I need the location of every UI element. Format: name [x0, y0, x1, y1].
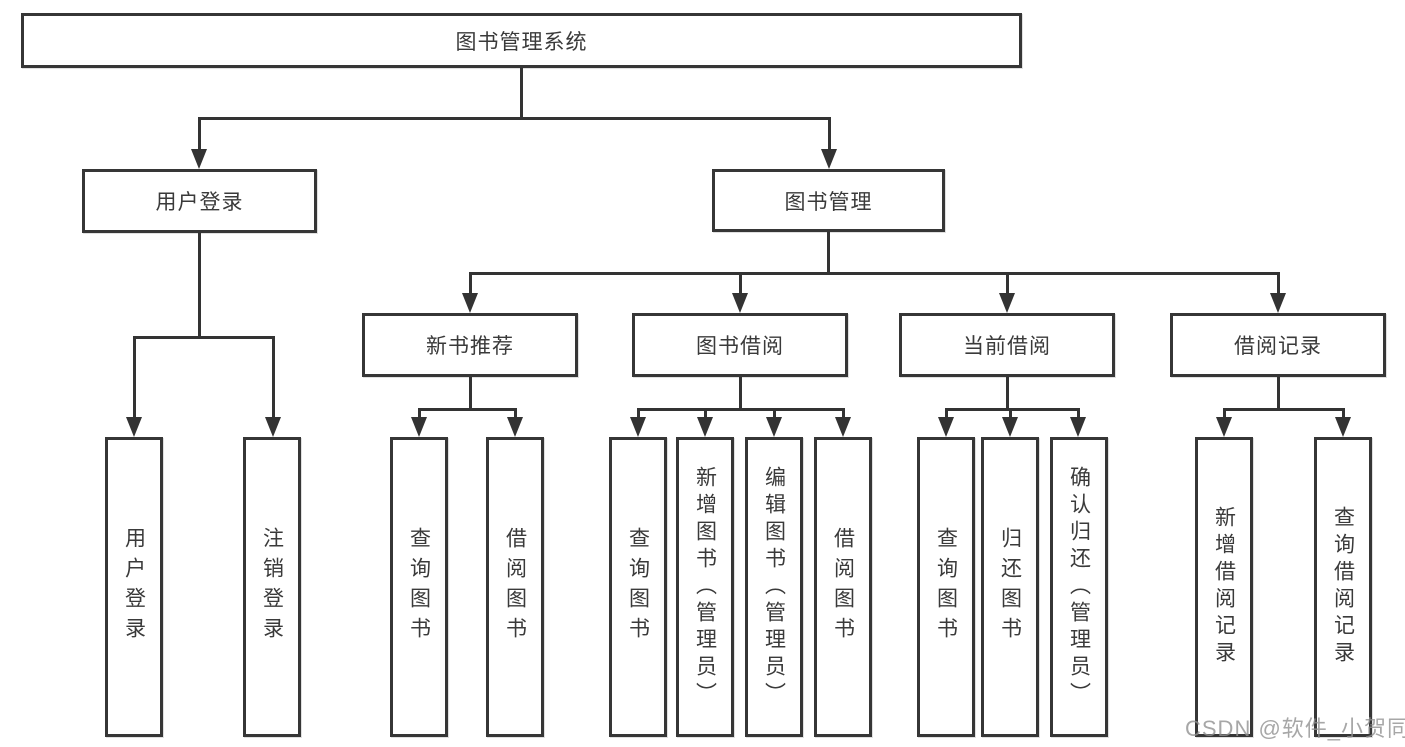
node-book-borrow-label: 图书借阅: [696, 335, 784, 358]
node-book-borrow: 图书借阅: [632, 313, 848, 377]
arrowhead-bb-edit: [766, 417, 782, 437]
node-leaf-br-add-record: 新增借阅记录: [1195, 437, 1253, 737]
arrowhead-cb-confirm: [1070, 417, 1086, 437]
connector-borrow-records-rail: [1223, 408, 1344, 411]
node-leaf-bb-edit-books: 编辑图书（管理员）: [745, 437, 803, 737]
connector-arrow-cb-return-stem: [1009, 408, 1012, 417]
connector-arrow-cb-confirm-stem: [1077, 408, 1080, 417]
node-leaf-br-query-record-label: 查询借阅记录: [1331, 506, 1355, 668]
node-leaf-logout-label: 注销登录: [260, 527, 284, 647]
connector-arrow-bb-query-stem: [637, 408, 640, 417]
node-borrow-records: 借阅记录: [1170, 313, 1386, 377]
connector-arrow-borrow-records-stem: [1277, 272, 1280, 293]
arrowhead-new-books: [462, 293, 478, 313]
node-leaf-logout: 注销登录: [243, 437, 301, 737]
node-leaf-nb-borrow-books-label: 借阅图书: [503, 527, 527, 647]
arrowhead-leaf-login: [126, 417, 142, 437]
node-leaf-br-add-record-label: 新增借阅记录: [1212, 506, 1236, 668]
connector-level3-rail: [469, 272, 1280, 275]
connector-arrow-br-query-stem: [1342, 408, 1345, 417]
connector-current-borrow-rail: [945, 408, 1079, 411]
node-leaf-cb-confirm-return-label: 确认归还（管理员）: [1067, 465, 1091, 709]
node-leaf-bb-add-books-label: 新增图书（管理员）: [693, 465, 717, 709]
node-new-books: 新书推荐: [362, 313, 578, 377]
connector-arrow-bb-borrow-stem: [842, 408, 845, 417]
node-leaf-bb-borrow-books: 借阅图书: [814, 437, 872, 737]
node-root: 图书管理系统: [21, 13, 1022, 68]
node-leaf-cb-query-books: 查询图书: [917, 437, 975, 737]
connector-new-books-stem: [469, 377, 472, 409]
connector-borrow-records-stem: [1277, 377, 1280, 409]
connector-arrow-new-books-stem: [469, 272, 472, 293]
arrowhead-nb-query: [411, 417, 427, 437]
node-leaf-bb-query-books-label: 查询图书: [626, 527, 650, 647]
arrowhead-leaf-logout: [265, 417, 281, 437]
connector-book-borrow-rail: [637, 408, 844, 411]
node-user-login: 用户登录: [82, 169, 317, 233]
node-new-books-label: 新书推荐: [426, 335, 514, 358]
arrowhead-bb-borrow: [835, 417, 851, 437]
connector-arrow-book-mgmt-stem: [828, 117, 831, 149]
connector-arrow-leaf-login-stem: [133, 336, 136, 417]
connector-new-books-rail: [418, 408, 516, 411]
node-leaf-bb-borrow-books-label: 借阅图书: [831, 527, 855, 647]
node-user-login-label: 用户登录: [155, 191, 244, 214]
connector-user-login-stem: [198, 233, 201, 337]
node-borrow-records-label: 借阅记录: [1234, 335, 1322, 358]
arrowhead-bb-query: [630, 417, 646, 437]
node-leaf-nb-borrow-books: 借阅图书: [486, 437, 544, 737]
arrowhead-user-login: [191, 149, 207, 169]
connector-arrow-leaf-logout-stem: [272, 336, 275, 417]
node-book-mgmt-label: 图书管理: [784, 190, 873, 214]
arrowhead-cb-query: [938, 417, 954, 437]
node-root-label: 图书管理系统: [455, 30, 588, 54]
connector-book-borrow-stem: [739, 377, 742, 409]
node-leaf-bb-add-books: 新增图书（管理员）: [676, 437, 734, 737]
csdn-watermark: CSDN @软件_小贺同学: [1185, 716, 1405, 741]
node-leaf-cb-return-books-label: 归还图书: [998, 527, 1022, 647]
arrowhead-book-borrow: [732, 293, 748, 313]
connector-current-borrow-stem: [1006, 377, 1009, 409]
arrowhead-nb-borrow: [507, 417, 523, 437]
node-leaf-cb-return-books: 归还图书: [981, 437, 1039, 737]
connector-arrow-cb-query-stem: [945, 408, 948, 417]
connector-book-mgmt-stem: [827, 232, 830, 273]
connector-arrow-user-login-stem: [198, 117, 201, 149]
connector-root-stem: [520, 68, 523, 118]
node-leaf-bb-query-books: 查询图书: [609, 437, 667, 737]
connector-arrow-bb-edit-stem: [773, 408, 776, 417]
arrowhead-borrow-records: [1270, 293, 1286, 313]
connector-arrow-nb-query-stem: [418, 408, 421, 417]
node-current-borrow: 当前借阅: [899, 313, 1115, 377]
connector-arrow-current-borrow-stem: [1006, 272, 1009, 293]
node-leaf-cb-confirm-return: 确认归还（管理员）: [1050, 437, 1108, 737]
node-leaf-nb-query-books: 查询图书: [390, 437, 448, 737]
arrowhead-book-mgmt: [821, 149, 837, 169]
node-leaf-nb-query-books-label: 查询图书: [407, 527, 431, 647]
arrowhead-bb-add: [697, 417, 713, 437]
arrowhead-cb-return: [1002, 417, 1018, 437]
connector-arrow-book-borrow-stem: [739, 272, 742, 293]
connector-arrow-bb-add-stem: [704, 408, 707, 417]
arrowhead-br-add: [1216, 417, 1232, 437]
node-leaf-bb-edit-books-label: 编辑图书（管理员）: [762, 465, 786, 709]
arrowhead-br-query: [1335, 417, 1351, 437]
node-current-borrow-label: 当前借阅: [963, 335, 1051, 358]
connector-arrow-nb-borrow-stem: [514, 408, 517, 417]
node-leaf-user-login: 用户登录: [105, 437, 163, 737]
connector-arrow-br-add-stem: [1223, 408, 1226, 417]
node-book-mgmt: 图书管理: [712, 169, 945, 232]
arrowhead-current-borrow: [999, 293, 1015, 313]
node-leaf-user-login-label: 用户登录: [122, 527, 146, 647]
node-leaf-br-query-record: 查询借阅记录: [1314, 437, 1372, 737]
connector-user-login-rail: [133, 336, 275, 339]
connector-level1-rail: [198, 117, 831, 120]
node-leaf-cb-query-books-label: 查询图书: [934, 527, 958, 647]
